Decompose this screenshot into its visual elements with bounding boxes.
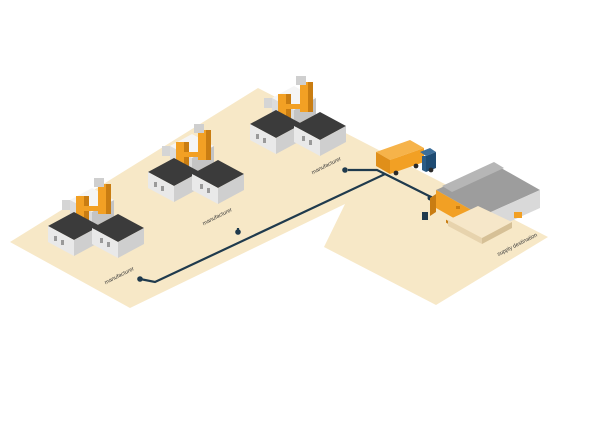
route-to-warehouse <box>348 168 436 200</box>
route-node-2 <box>235 229 241 235</box>
route-nodes <box>137 167 433 282</box>
warehouse-icon <box>422 162 540 244</box>
factory-icon <box>148 124 244 204</box>
route-node-1 <box>137 276 143 282</box>
factory-icon <box>250 76 346 156</box>
route-main <box>139 173 386 284</box>
truck-icon <box>376 140 436 176</box>
factory-icon <box>48 178 144 258</box>
route-node-3 <box>342 167 348 173</box>
ground-platform <box>10 88 548 308</box>
